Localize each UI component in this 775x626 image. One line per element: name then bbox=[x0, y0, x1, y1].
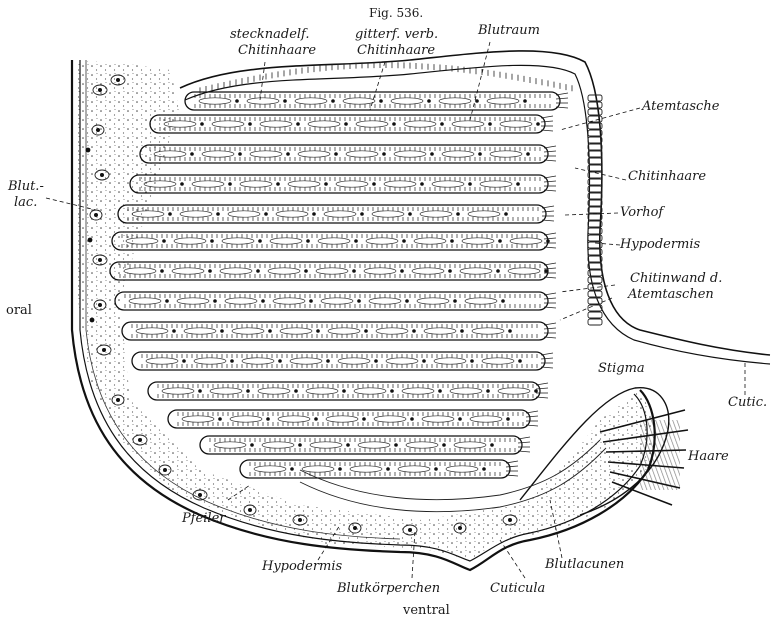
lamella bbox=[140, 145, 556, 163]
label-blutraum: Blutraum bbox=[478, 24, 540, 38]
label-blutlac-2: lac. bbox=[14, 196, 37, 210]
lamella bbox=[110, 262, 556, 280]
label-ventral: ventral bbox=[403, 604, 450, 618]
label-stecknadelf: stecknadelf. bbox=[230, 28, 310, 42]
label-cuticula: Cuticula bbox=[490, 582, 545, 596]
label-atemtasche: Atemtasche bbox=[642, 100, 719, 114]
lamella bbox=[185, 92, 568, 110]
label-chitinwand-2: Atemtaschen bbox=[628, 288, 714, 302]
label-blutlac-1: Blut.- bbox=[8, 180, 44, 194]
label-vorhof: Vorhof bbox=[620, 206, 663, 220]
label-chitinwand-1: Chitinwand d. bbox=[630, 272, 722, 286]
label-chitinhaare-1: Chitinhaare bbox=[238, 44, 316, 58]
label-blutlacunen: Blutlacunen bbox=[545, 558, 624, 572]
lamella bbox=[168, 410, 538, 428]
lamella bbox=[118, 205, 554, 223]
figure-title: Fig. 536. bbox=[369, 6, 423, 20]
label-hypodermis-bottom: Hypodermis bbox=[262, 560, 342, 574]
lamella bbox=[112, 232, 556, 250]
lamella bbox=[122, 322, 556, 340]
label-stigma: Stigma bbox=[598, 362, 645, 376]
lamella bbox=[115, 292, 556, 310]
label-haare: Haare bbox=[688, 450, 729, 464]
lamella bbox=[150, 115, 553, 133]
label-hypodermis-right: Hypodermis bbox=[620, 238, 700, 252]
label-chitinhaare-2: Chitinhaare bbox=[357, 44, 435, 58]
lamella bbox=[132, 352, 553, 370]
label-chitinhaare-right: Chitinhaare bbox=[628, 170, 706, 184]
label-blutkoerperchen: Blutkörperchen bbox=[337, 582, 440, 596]
lung-lamellae bbox=[110, 92, 568, 478]
label-oral: oral bbox=[6, 304, 32, 318]
haare-hatch bbox=[640, 420, 680, 490]
lamella bbox=[130, 175, 556, 193]
label-gitterf-verb: gitterf. verb. bbox=[355, 28, 438, 42]
label-cutic: Cutic. bbox=[728, 396, 767, 410]
lamella bbox=[200, 436, 530, 454]
lamella bbox=[240, 460, 518, 478]
label-pfeiler: Pfeiler bbox=[182, 512, 225, 526]
vorhof-hypodermis-cells bbox=[200, 62, 572, 93]
lamella bbox=[148, 382, 548, 400]
